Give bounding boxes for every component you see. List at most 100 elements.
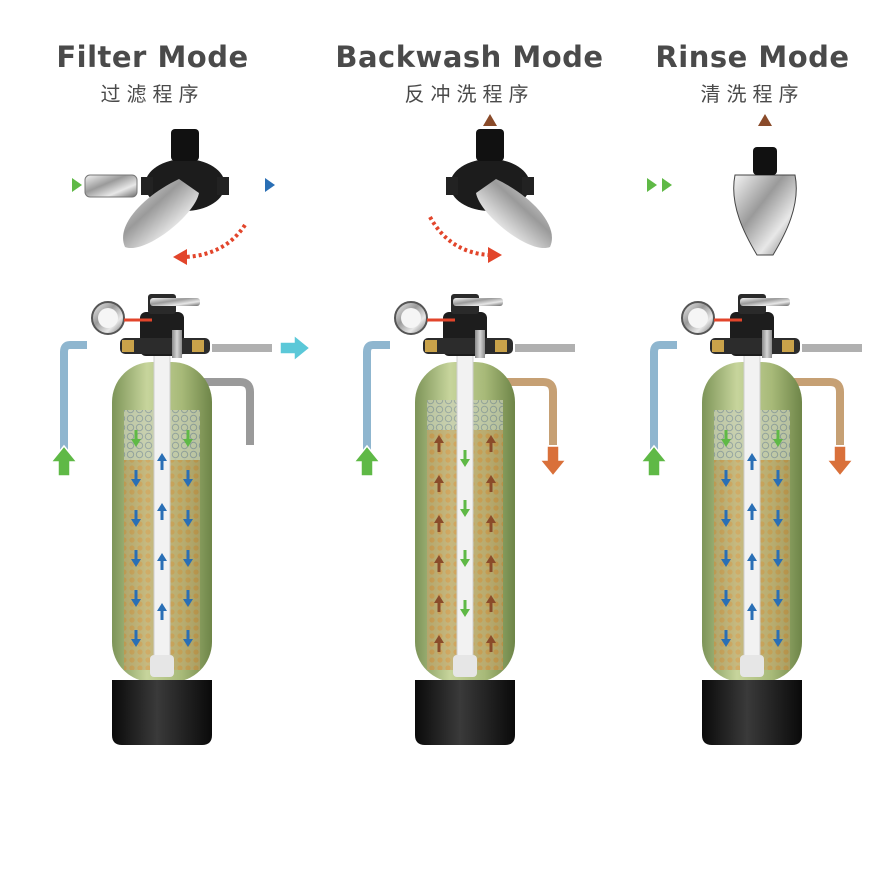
valve-cap [476,129,504,161]
valve-handle-icon [733,174,797,256]
valve-handle-icon [123,179,199,249]
outlet-pipe [503,378,557,445]
tank-base [415,680,515,745]
flow-arrow-icon [721,599,731,607]
mode-subtitle: 清洗程序 [700,82,805,106]
rotation-arrow-icon [173,249,187,265]
control-valve-illustration [647,114,797,256]
outlet-pipe [790,378,844,445]
mode-diagram-1 [352,114,672,745]
inlet-flow-arrow-icon [639,444,669,477]
filter-tank [352,294,575,745]
rotation-path [428,216,491,257]
flow-arrow-icon [131,559,141,567]
valve-manifold [120,338,210,354]
flow-arrow-icon [721,639,731,647]
flow-arrow-icon [486,635,496,643]
flow-arrow-icon [183,479,193,487]
flow-arrow-icon [183,599,193,607]
rinse-mode-panel: Rinse Mode 清洗程序 [605,0,886,886]
tank-base [702,680,802,745]
brass-fitting [712,340,724,352]
flow-arrow-icon [434,515,444,523]
flow-arrow-icon [131,479,141,487]
inlet-arrow-icon [662,178,672,192]
brass-fitting [495,340,507,352]
flow-arrow-icon [773,639,783,647]
mode-title: Backwash Mode [335,40,604,74]
valve-port [522,177,534,195]
inlet-fitting [84,174,138,198]
flow-arrow-icon [131,439,141,447]
gauge-face [688,308,708,328]
flow-arrow-icon [721,559,731,567]
mode-subtitle: 反冲洗程序 [404,82,535,106]
flow-arrow-icon [460,509,470,517]
flow-arrow-icon [460,609,470,617]
flow-arrow-icon [131,519,141,527]
flow-arrow-icon [773,599,783,607]
flow-arrow-icon [486,555,496,563]
bypass-pipe [172,330,182,358]
drain-arrow-icon [483,114,497,126]
flow-arrow-icon [434,635,444,643]
flow-arrow-icon [747,553,757,561]
flow-arrow-icon [773,519,783,527]
valve-port [141,177,153,195]
inlet-flow-arrow-icon [352,444,382,477]
mode-subtitle: 过滤程序 [100,82,205,106]
mode-title: Rinse Mode [655,40,850,74]
drain-flow-arrow-icon [825,445,855,478]
outlet-arrow-icon [265,178,275,192]
flow-arrow-icon [721,439,731,447]
inlet-arrow-icon [72,178,82,192]
brass-fitting [425,340,437,352]
rotation-arrow-icon [488,247,502,263]
valve-handle-icon [150,298,200,306]
outlet-pipe [200,378,254,445]
outlet-flow-arrow-icon [279,333,312,363]
distributor [453,655,477,677]
flow-arrow-icon [183,439,193,447]
inlet-pipe [60,341,87,450]
mode-title: Filter Mode [56,40,249,74]
flow-arrow-icon [460,459,470,467]
valve-handle-icon [740,298,790,306]
flow-arrow-icon [721,479,731,487]
flow-arrow-icon [721,519,731,527]
valve-cap [753,147,777,175]
flow-arrow-icon [434,475,444,483]
backwash-mode-panel: Backwash Mode 反冲洗程序 [322,0,617,886]
inlet-pipe [363,341,390,450]
valve-handle-icon [453,298,503,306]
flow-arrow-icon [157,453,167,461]
flow-arrow-icon [773,479,783,487]
drain-arrow-icon [758,114,772,126]
inlet-arrow-icon [647,178,657,192]
flow-arrow-icon [747,453,757,461]
distributor [740,655,764,677]
filter-tank [49,294,312,745]
valve-handle-icon [476,179,552,249]
brass-fitting [122,340,134,352]
gauge-face [401,308,421,328]
mode-diagram-2 [639,114,862,745]
flow-arrow-icon [131,599,141,607]
flow-arrow-icon [486,435,496,443]
flow-arrow-icon [747,503,757,511]
flow-arrow-icon [157,603,167,611]
flow-arrow-icon [773,439,783,447]
valve-cap [171,129,199,161]
inlet-pipe [650,341,677,450]
mode-diagram-0 [49,129,312,745]
gauge-face [98,308,118,328]
distributor [150,655,174,677]
flow-arrow-icon [434,435,444,443]
flow-arrow-icon [434,595,444,603]
flow-arrow-icon [157,553,167,561]
flow-arrow-icon [486,515,496,523]
flow-arrow-icon [486,475,496,483]
brass-fitting [782,340,794,352]
flow-arrow-icon [486,595,496,603]
bypass-pipe [762,330,772,358]
